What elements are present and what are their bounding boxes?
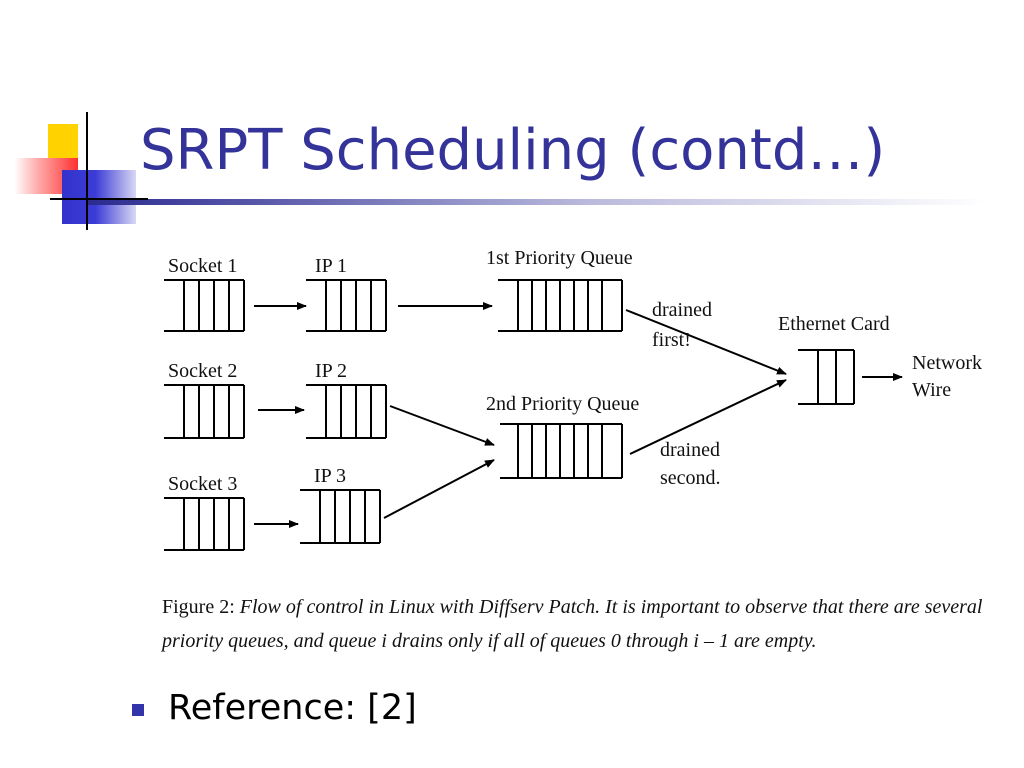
ip-3-label: IP 3 xyxy=(314,465,346,487)
ip-2-buffer xyxy=(306,384,387,439)
socket-1-label: Socket 1 xyxy=(168,255,237,277)
decor-blue-square xyxy=(62,170,136,224)
reference-text: Reference: [2] xyxy=(168,688,417,728)
queue-2-note-line2: second. xyxy=(660,467,721,489)
arrow-queue1-ethernet xyxy=(625,309,787,375)
ip-3-buffer xyxy=(300,489,381,544)
flow-diagram: Socket 1 Socket 2 Socket 3 IP 1 xyxy=(150,238,1000,568)
socket-2-buffer xyxy=(164,384,245,439)
priority-queue-2-label: 2nd Priority Queue xyxy=(486,393,639,415)
arrow-ip2-queue2 xyxy=(389,405,495,446)
title-underline xyxy=(86,199,986,205)
network-wire-label-line1: Network xyxy=(912,352,982,374)
socket-3-label: Socket 3 xyxy=(168,473,237,495)
slide-title: SRPT Scheduling (contd…) xyxy=(140,118,886,183)
socket-3-buffer xyxy=(164,497,245,551)
bullet-icon xyxy=(132,704,144,716)
figure-caption: Figure 2: Flow of control in Linux with … xyxy=(162,590,1002,658)
decor-vertical-line xyxy=(86,112,88,230)
ethernet-card-label: Ethernet Card xyxy=(778,313,890,335)
socket-1-buffer xyxy=(164,279,245,332)
priority-queue-1-label: 1st Priority Queue xyxy=(486,247,633,269)
decor-horizontal-line xyxy=(50,198,148,200)
ip-1-buffer xyxy=(306,279,387,332)
queue-1-note-line2: first! xyxy=(652,329,691,351)
priority-queue-2-buffer xyxy=(500,423,623,479)
ethernet-card-buffer xyxy=(798,349,855,405)
arrow-ip3-queue2 xyxy=(383,459,495,519)
socket-2-label: Socket 2 xyxy=(168,360,237,382)
arrow-queue2-ethernet xyxy=(629,379,787,455)
queue-1-note-line1: drained xyxy=(652,299,712,321)
figure-caption-lead: Figure 2: xyxy=(162,596,235,618)
priority-queue-1-buffer xyxy=(498,279,623,332)
network-wire-label-line2: Wire xyxy=(912,379,951,401)
figure-caption-body: Flow of control in Linux with Diffserv P… xyxy=(162,596,983,652)
ip-2-label: IP 2 xyxy=(315,360,347,382)
ip-1-label: IP 1 xyxy=(315,255,347,277)
queue-2-note-line1: drained xyxy=(660,439,720,461)
